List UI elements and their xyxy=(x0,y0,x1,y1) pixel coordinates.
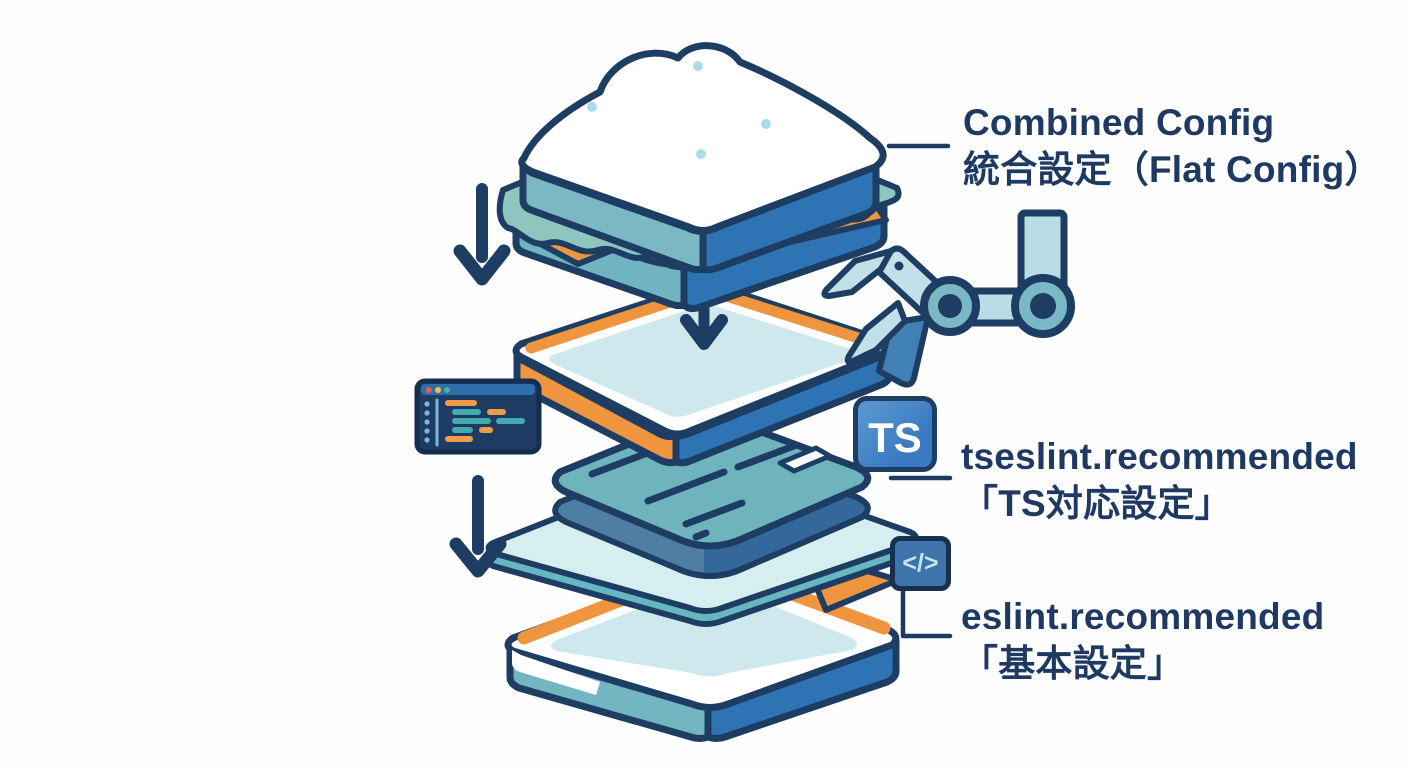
code-badge-label: </> xyxy=(902,549,939,577)
code-editor-window-icon xyxy=(414,378,542,455)
callout-combined-config-line1: Combined Config xyxy=(963,102,1275,143)
window-minimize-dot xyxy=(435,387,441,393)
code-badge-icon: </> xyxy=(890,536,951,591)
window-zoom-dot xyxy=(444,387,450,393)
callout-eslint-line2: 「基本設定」 xyxy=(961,642,1185,684)
ts-badge-label: TS xyxy=(868,414,922,461)
window-close-dot xyxy=(426,387,432,393)
bottom-bread-slice xyxy=(504,560,900,742)
robot-arm-icon xyxy=(821,209,1075,388)
callout-tseslint-line2: 「TS対応設定」 xyxy=(961,482,1232,524)
callout-connector-lines xyxy=(886,143,953,639)
callout-tseslint-line1: tseslint.recommended xyxy=(961,436,1358,477)
typescript-badge-icon: TS xyxy=(853,396,937,472)
down-arrow-icon xyxy=(449,475,507,578)
callout-combined-config: Combined Config 統合設定（Flat Config） xyxy=(963,100,1382,194)
code-lines xyxy=(445,400,525,442)
combined-config-sandwich xyxy=(496,42,902,313)
callout-eslint-line1: eslint.recommended xyxy=(961,596,1325,637)
down-arrow-icon xyxy=(453,183,511,286)
callout-combined-config-line2: 統合設定（Flat Config） xyxy=(963,148,1382,190)
callout-eslint-recommended: eslint.recommended 「基本設定」 xyxy=(961,594,1324,688)
callout-tseslint-recommended: tseslint.recommended 「TS対応設定」 xyxy=(961,434,1358,528)
ts-config-patty xyxy=(551,414,872,579)
